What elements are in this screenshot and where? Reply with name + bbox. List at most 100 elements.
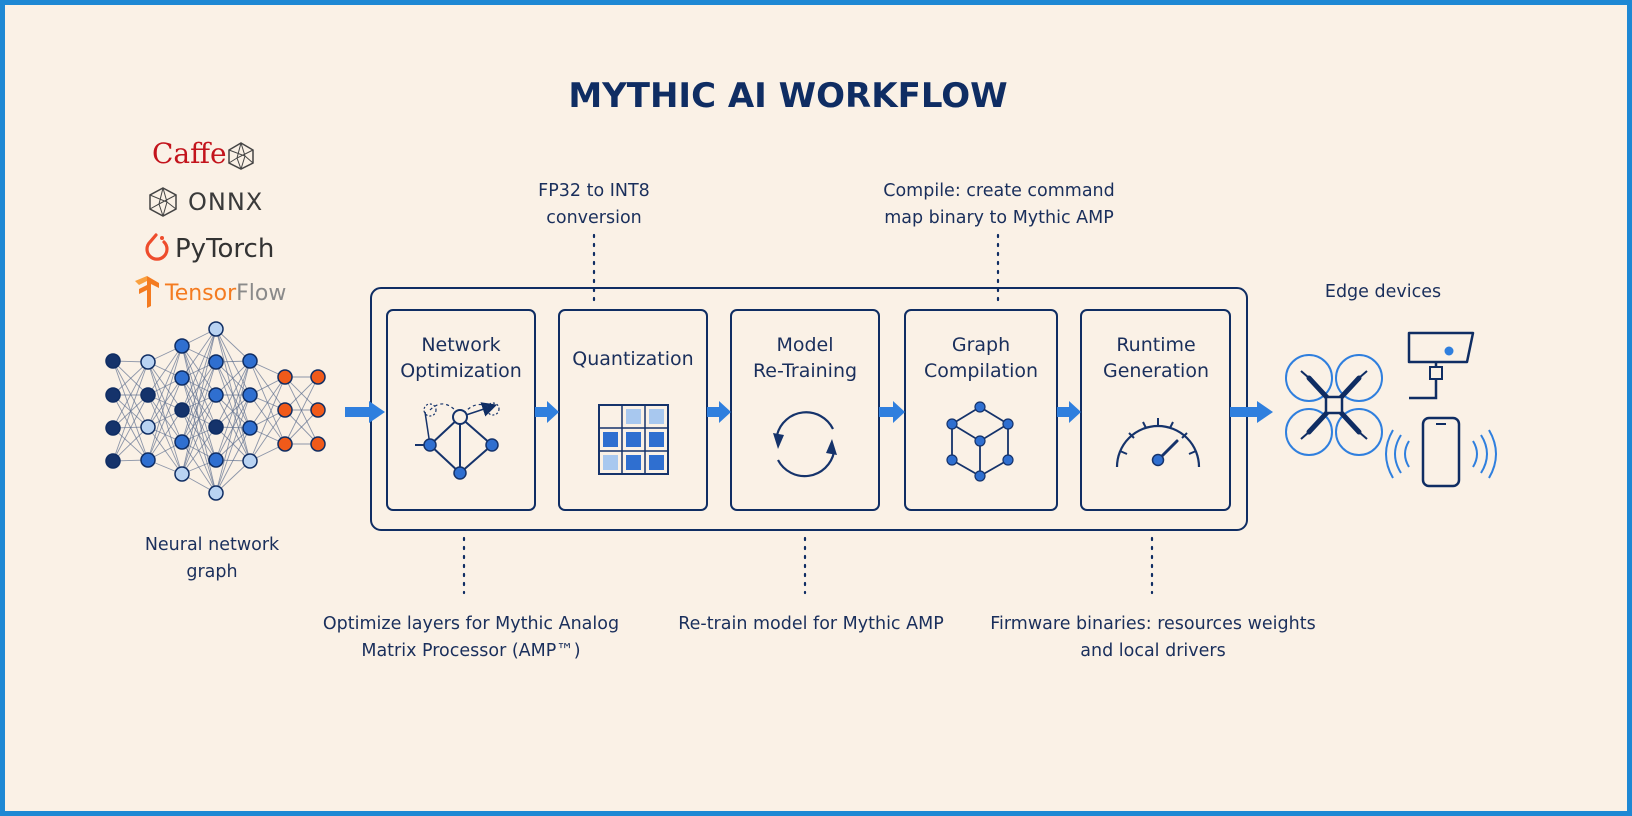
stage-label-line1: Quantization <box>572 348 693 370</box>
pytorch-flame-icon <box>145 233 169 261</box>
onnx-logo-text: ONNX <box>188 188 263 216</box>
nn-edge <box>112 361 149 396</box>
nn-node <box>105 353 121 369</box>
nn-edge <box>181 328 217 411</box>
stage-runtime-generation: Runtime Generation <box>1080 309 1231 511</box>
framework-list: Caffe ONNX PyTorch TensorFlow <box>135 137 286 308</box>
nn-node <box>174 434 190 450</box>
matrix-cell <box>626 409 641 424</box>
nn-edge <box>215 360 251 396</box>
matrix-grid-icon <box>598 404 669 475</box>
edge-devices-label: Edge devices <box>1325 282 1441 302</box>
nn-edge <box>284 376 319 445</box>
stage-label-line2: Re-Training <box>753 360 857 382</box>
matrix-cell <box>649 455 664 470</box>
page-title: MYTHIC AI WORKFLOW <box>568 76 1007 116</box>
note-compilation-line2: map binary to Mythic AMP <box>884 208 1114 228</box>
nn-edge <box>181 426 217 475</box>
stage-label-line1: Runtime <box>1116 334 1195 356</box>
nn-node <box>140 354 156 370</box>
nn-edge <box>112 360 149 428</box>
tensorflow-logo-text: TensorFlow <box>164 281 286 306</box>
nn-node <box>174 402 190 418</box>
stage-label-line1: Network <box>421 334 500 356</box>
nn-node <box>140 452 156 468</box>
nn-edge <box>181 328 217 379</box>
nn-edge <box>181 328 217 443</box>
nn-edge <box>284 376 319 411</box>
nn-node <box>208 387 224 403</box>
nn-edge <box>181 361 217 475</box>
arrow-stage3-to-stage4 <box>879 401 905 423</box>
nn-edge <box>147 345 183 428</box>
network-graph-icon <box>415 403 499 480</box>
nn-edge <box>147 409 183 461</box>
caffe-logo-text: Caffe <box>152 137 227 170</box>
arrow-stage4-to-stage5 <box>1057 401 1081 423</box>
note-optimization-line1: Optimize layers for Mythic Analog <box>323 614 619 634</box>
stage-label-line2: Optimization <box>400 360 522 382</box>
nn-edge <box>112 426 149 462</box>
tensorflow-logo-icon <box>135 276 159 308</box>
nn-node <box>242 353 258 369</box>
workflow-diagram: MYTHIC AI WORKFLOW Caffe ONNX PyTorch Te… <box>105 76 1497 661</box>
nn-node <box>174 338 190 354</box>
nn-node <box>277 369 293 385</box>
stage-label-line2: Generation <box>1103 360 1209 382</box>
nn-edge <box>181 394 217 475</box>
onnx-polyhedron-icon <box>149 187 177 217</box>
stage-network-optimization: Network Optimization <box>386 309 536 511</box>
nn-edge <box>147 345 183 461</box>
tensorflow-logo-part1: Tensor <box>164 281 237 306</box>
nn-edge <box>215 460 251 494</box>
dotted-connectors <box>462 233 1154 595</box>
nn-edge <box>249 376 286 462</box>
nn-node <box>174 370 190 386</box>
note-quantization-line2: conversion <box>546 208 642 228</box>
nn-edge <box>215 394 251 494</box>
nn-edge <box>181 328 217 475</box>
nn-node <box>310 402 326 418</box>
matrix-cell <box>649 409 664 424</box>
caffe-polyhedron-icon <box>228 142 254 170</box>
drone-icon <box>1285 354 1383 456</box>
nn-node <box>140 419 156 435</box>
smartphone-icon <box>1385 416 1497 488</box>
nn-edge <box>112 394 149 462</box>
matrix-cell <box>626 455 641 470</box>
note-quantization-line1: FP32 to INT8 <box>538 181 650 201</box>
arrow-stage1-to-stage2 <box>535 401 559 423</box>
nn-node <box>174 466 190 482</box>
stage-graph-compilation: Graph Compilation <box>904 309 1058 511</box>
arrow-pipeline-to-devices <box>1230 401 1273 423</box>
nn-node <box>208 321 224 337</box>
nn-edge <box>215 427 251 494</box>
matrix-cell <box>603 455 618 470</box>
nn-node <box>277 436 293 452</box>
speedometer-icon <box>1115 418 1201 468</box>
nn-node <box>105 453 121 469</box>
note-runtime-line2: and local drivers <box>1080 641 1225 661</box>
nn-edge <box>215 360 251 494</box>
cycle-arrows-icon <box>773 411 837 478</box>
arrow-input-to-pipeline <box>345 401 385 423</box>
input-label-line1: Neural network <box>145 535 280 555</box>
nn-node <box>208 452 224 468</box>
nn-edge <box>112 361 149 429</box>
nn-edge <box>112 361 149 462</box>
stage-label-line1: Model <box>776 334 833 356</box>
nn-edge <box>215 360 251 461</box>
stage-label-line2: Compilation <box>924 360 1038 382</box>
stage-model-retraining: Model Re-Training <box>730 309 880 511</box>
nn-edge <box>284 409 319 445</box>
nn-node <box>208 485 224 501</box>
security-camera-icon <box>1407 331 1475 400</box>
input-label-line2: graph <box>186 562 237 582</box>
nn-edge <box>249 376 286 429</box>
nn-node <box>105 387 121 403</box>
nn-edge <box>147 377 183 461</box>
nn-edge <box>215 360 251 428</box>
nn-edge <box>249 409 286 462</box>
nn-edge <box>215 328 251 362</box>
matrix-cell <box>626 432 641 447</box>
